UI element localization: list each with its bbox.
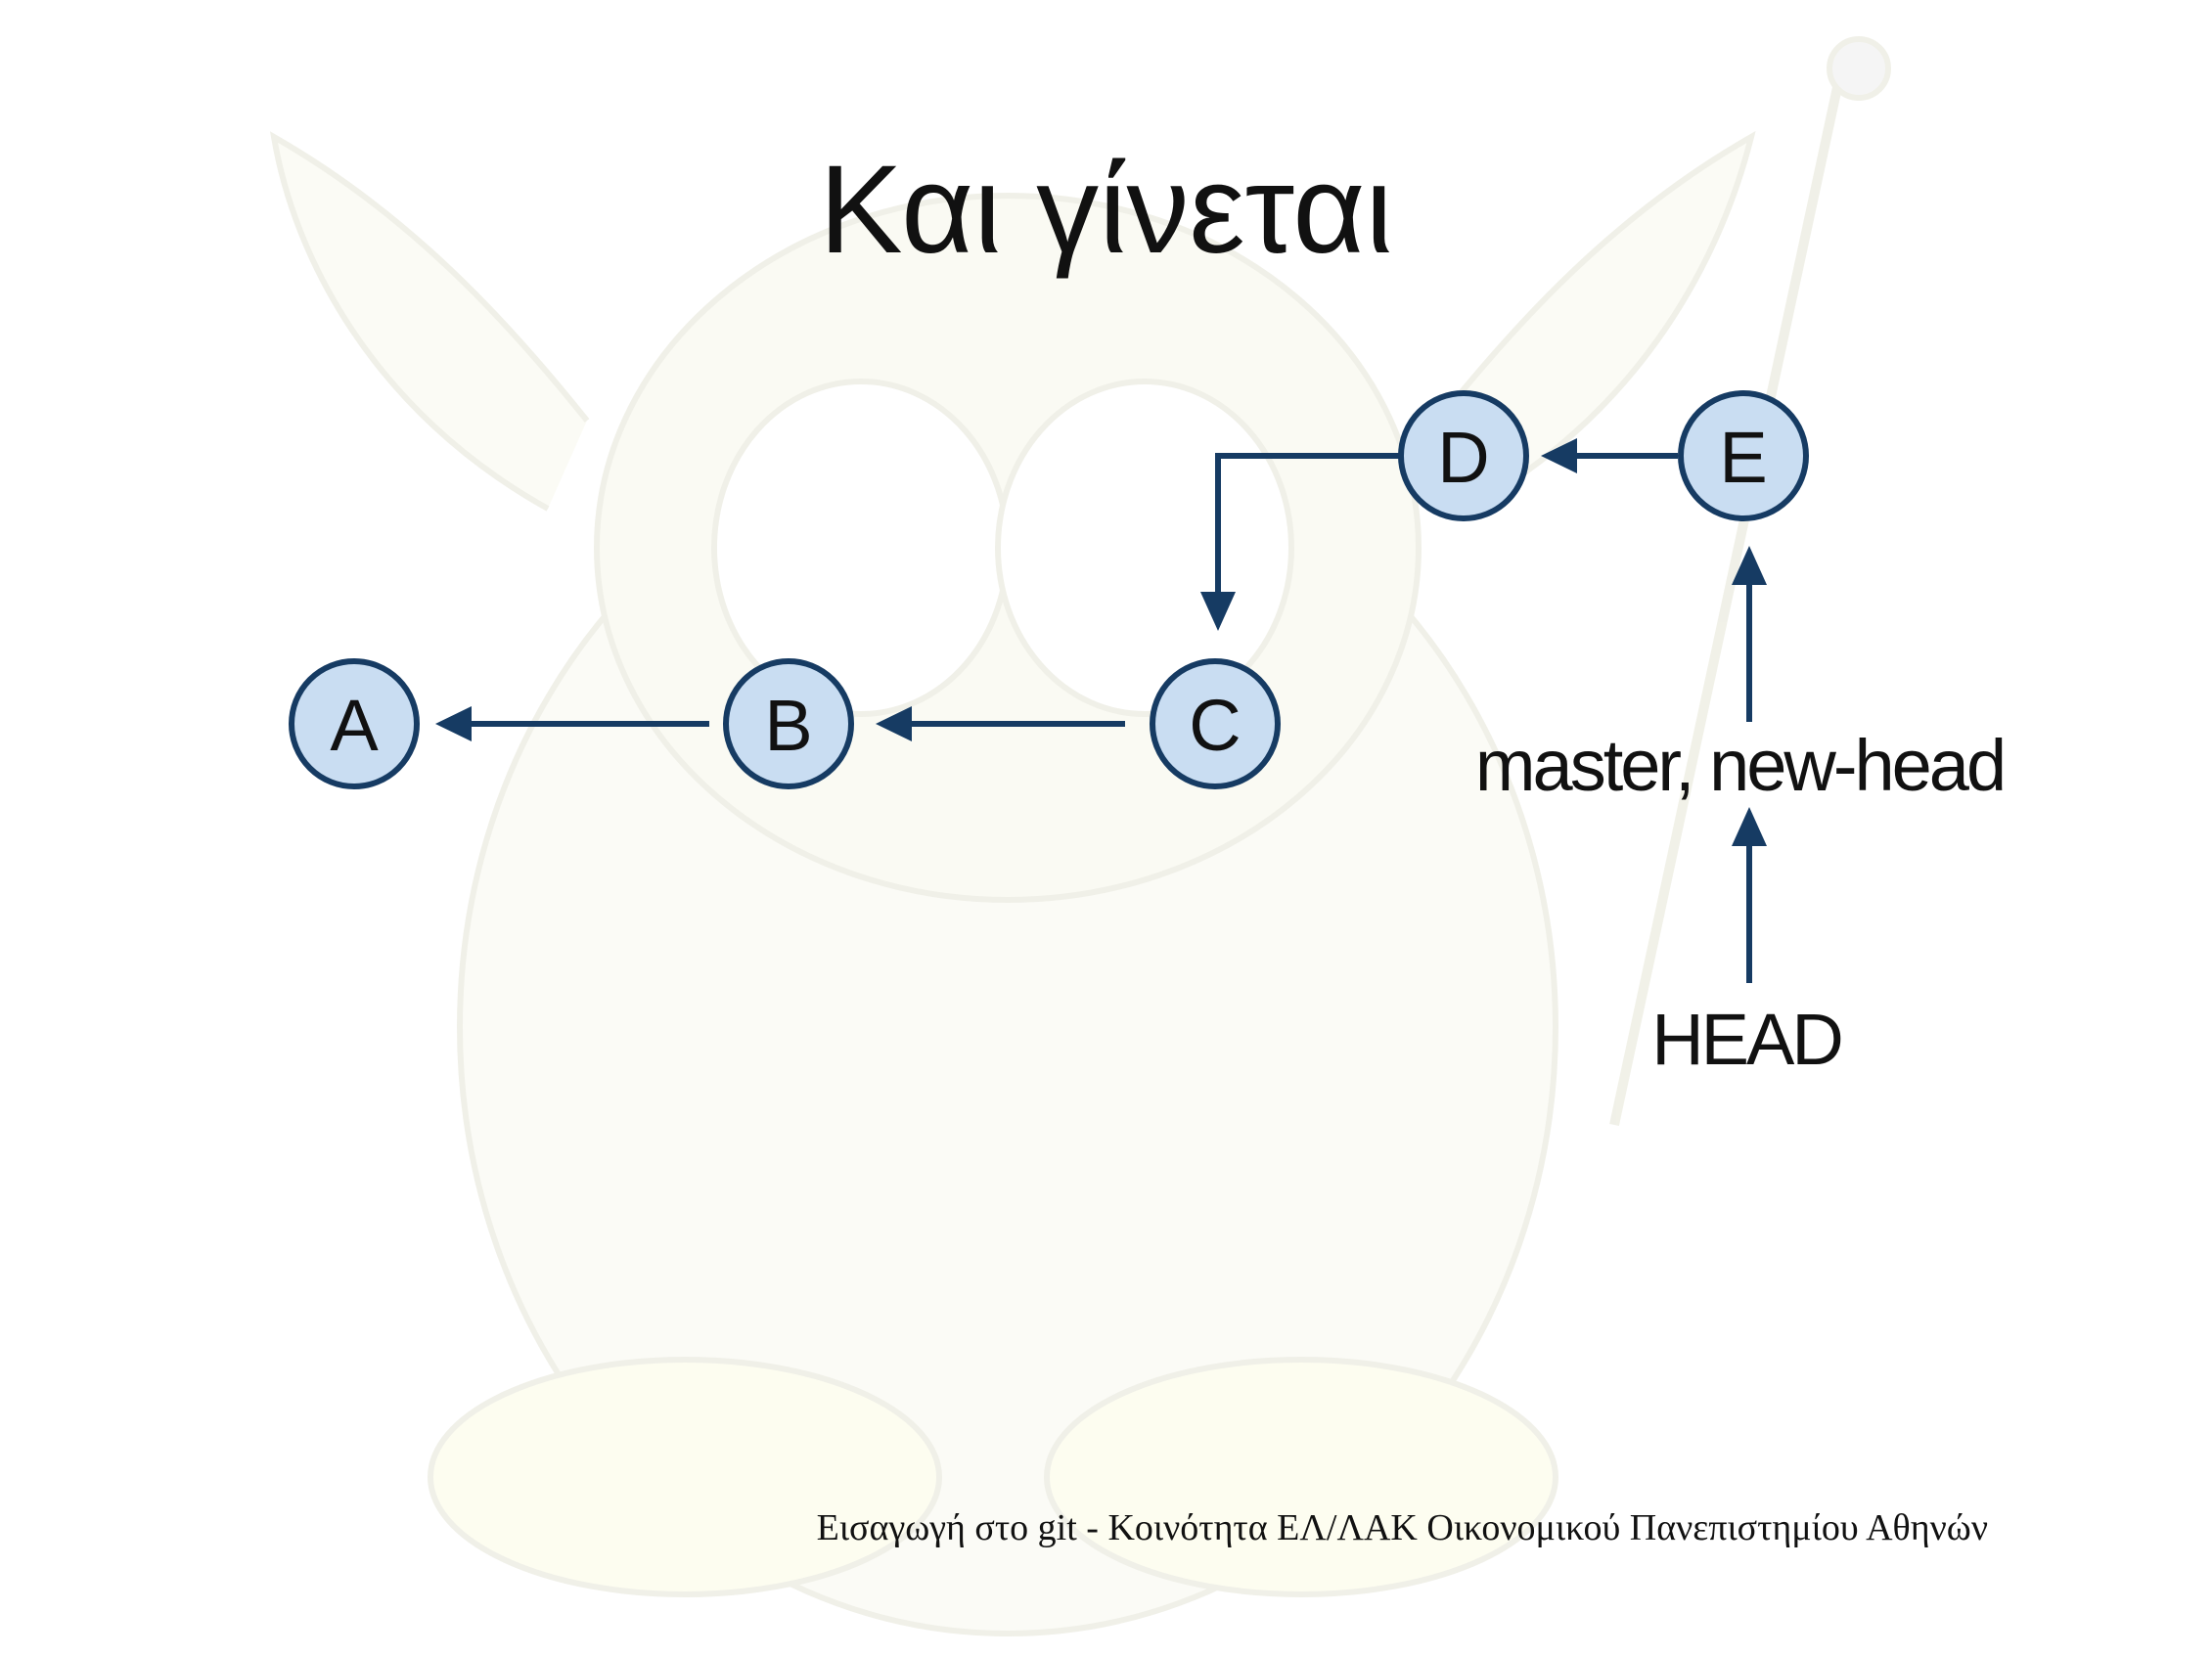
node-b-label: B xyxy=(764,685,812,766)
node-a-circle xyxy=(289,658,420,789)
slide-footer: Εισαγωγή στο git - Κοινότητα ΕΛ/ΛΑΚ Οικο… xyxy=(816,1507,1988,1548)
node-a-label: A xyxy=(330,685,379,766)
arrowhead-a xyxy=(435,706,472,741)
node-e-circle xyxy=(1678,390,1809,521)
node-e: E xyxy=(1678,390,1809,521)
edges xyxy=(435,438,1767,983)
node-d-circle xyxy=(1398,390,1529,521)
node-a: A xyxy=(289,658,420,789)
arrowhead-e xyxy=(1732,546,1767,585)
node-e-label: E xyxy=(1719,417,1767,498)
node-b-circle xyxy=(723,658,854,789)
arrowhead-b xyxy=(876,706,912,741)
node-c-label: C xyxy=(1189,685,1241,766)
branches-label: master, new-head xyxy=(1475,725,2004,806)
head-label: HEAD xyxy=(1651,999,1841,1080)
node-d-label: D xyxy=(1437,417,1489,498)
node-c: C xyxy=(1150,658,1281,789)
arrowhead-d xyxy=(1541,438,1577,473)
slide-title: Και γίνεται xyxy=(819,140,1393,280)
arrowhead-c xyxy=(1200,592,1236,631)
node-d: D xyxy=(1398,390,1529,521)
node-b: B xyxy=(723,658,854,789)
edge-d-to-c xyxy=(1215,453,1399,597)
arrowhead-branches xyxy=(1732,807,1767,846)
node-c-circle xyxy=(1150,658,1281,789)
